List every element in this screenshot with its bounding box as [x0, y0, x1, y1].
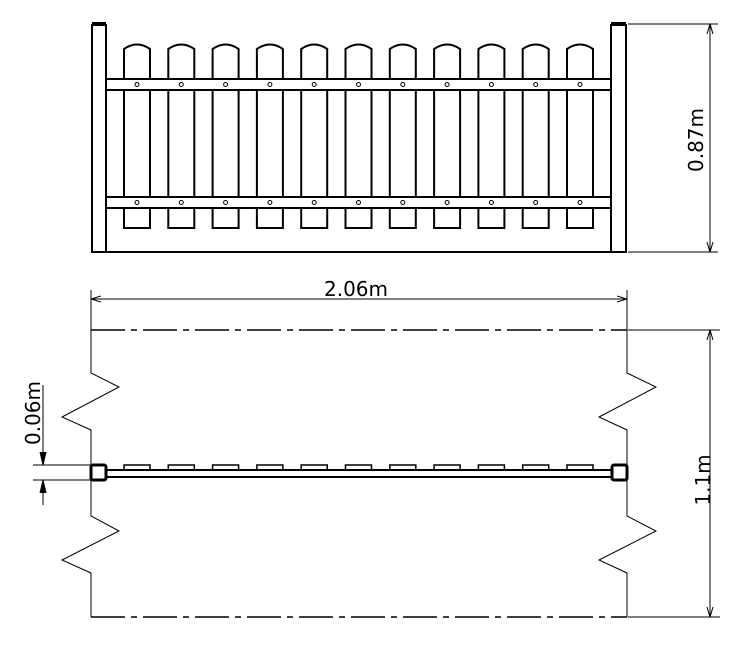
bolt	[400, 200, 406, 205]
bolt	[134, 200, 140, 205]
plan-left-post	[89, 463, 108, 482]
height-dimension	[628, 23, 718, 253]
width-dimension	[90, 290, 628, 330]
bolts	[134, 82, 583, 205]
bolt	[533, 200, 539, 205]
bolt	[134, 82, 140, 87]
bolt	[178, 82, 184, 87]
post-thickness-label: 0.06m	[21, 381, 45, 445]
bolt	[444, 200, 450, 205]
bolt	[178, 200, 184, 205]
depth-dimension	[628, 329, 720, 618]
fence-elevation	[91, 22, 627, 253]
bolt	[311, 82, 317, 87]
bolt	[400, 82, 406, 87]
fence-plan	[60, 329, 658, 618]
left-post	[91, 24, 107, 253]
bolt	[533, 82, 539, 87]
bolt	[577, 200, 583, 205]
depth-label: 1.1m	[691, 454, 715, 505]
bolt	[444, 82, 450, 87]
height-label: 0.87m	[684, 108, 708, 172]
right-post	[610, 24, 627, 253]
plan-right-post	[610, 463, 629, 482]
bolt	[488, 200, 494, 205]
bolt	[311, 200, 317, 205]
bolt	[577, 82, 583, 87]
bolt	[356, 82, 361, 87]
bolt	[267, 82, 273, 87]
bolt	[223, 82, 229, 87]
bolt	[267, 200, 273, 205]
width-label: 2.06m	[324, 277, 388, 301]
post-thickness-dimension	[33, 385, 91, 505]
bolt	[356, 200, 361, 205]
bolt	[488, 82, 494, 87]
bolt	[223, 200, 229, 205]
